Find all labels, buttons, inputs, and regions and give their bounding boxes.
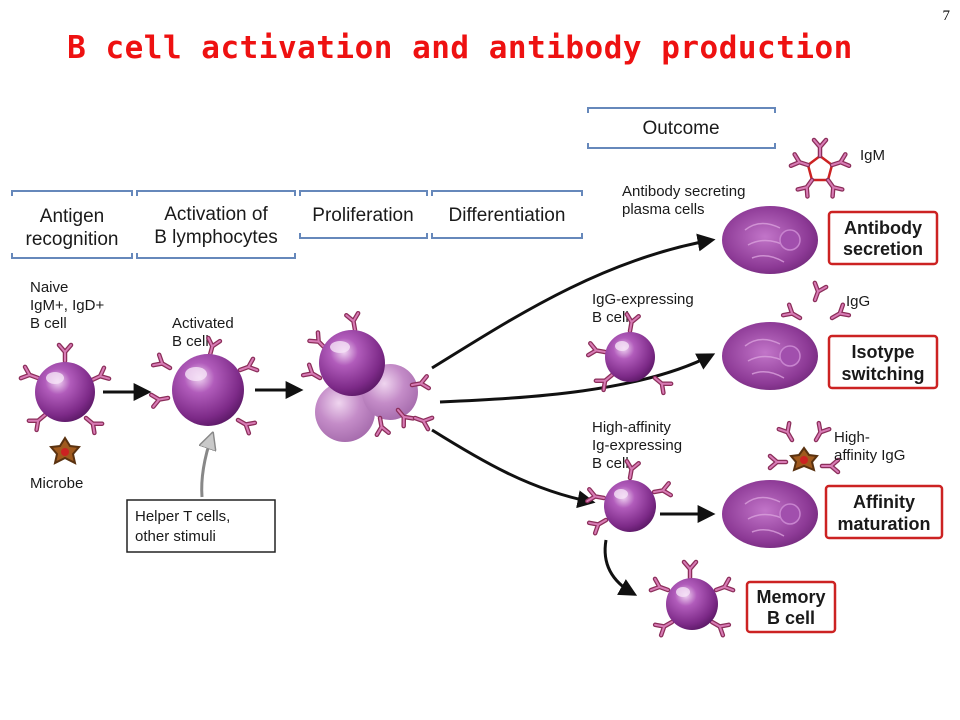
outcome-isotype-switching-line2: switching bbox=[841, 364, 924, 384]
proliferating-cells bbox=[303, 313, 432, 442]
stage-outcome: Outcome bbox=[642, 118, 719, 139]
outcome-isotype-switching: Isotype switching bbox=[827, 334, 939, 390]
high-affinity-label-line2: Ig-expressing bbox=[592, 437, 682, 454]
igg-antibodies-icon bbox=[783, 283, 849, 323]
microbe-icon bbox=[49, 436, 81, 465]
activated-label-line2: B cell bbox=[172, 333, 209, 350]
helper-label-line1: Helper T cells, bbox=[135, 508, 230, 525]
arrow-to-plasma bbox=[431, 233, 716, 370]
stage-differentiation: Differentiation bbox=[449, 205, 566, 226]
plasma-cell-bottom bbox=[722, 480, 818, 548]
outcome-memory-line2: B cell bbox=[767, 608, 815, 628]
outcome-affinity-maturation-line1: Affinity bbox=[853, 492, 915, 512]
stage-header-differentiation: Differentiation bbox=[431, 190, 583, 239]
igm-pentamer-icon bbox=[791, 140, 849, 196]
stage-header-antigen-recognition: Antigen recognition bbox=[11, 190, 133, 259]
arrow-to-memory bbox=[603, 539, 638, 596]
outcome-antibody-secretion: Antibody secretion bbox=[827, 210, 939, 266]
high-affinity-igg-label-line2: affinity IgG bbox=[834, 447, 905, 464]
stage-proliferation: Proliferation bbox=[312, 205, 413, 226]
helper-label-line2: other stimuli bbox=[135, 528, 216, 545]
high-affinity-b-cell: High-affinity Ig-expressing B cell bbox=[587, 419, 682, 533]
igg-expressing-label-line1: IgG-expressing bbox=[592, 291, 694, 308]
high-affinity-label-line3: B cell bbox=[592, 455, 629, 472]
naive-label-line3: B cell bbox=[30, 315, 67, 332]
outcome-antibody-secretion-line1: Antibody bbox=[844, 218, 922, 238]
high-affinity-igg-icon bbox=[770, 423, 838, 472]
arrow-to-high-affinity bbox=[431, 428, 596, 509]
stage-header-outcome: Outcome bbox=[587, 107, 776, 149]
naive-label-line1: Naive bbox=[30, 279, 68, 296]
high-affinity-label-line1: High-affinity bbox=[592, 419, 671, 436]
outcome-antibody-secretion-line2: secretion bbox=[843, 239, 923, 259]
plasma-cell-middle bbox=[722, 322, 818, 390]
outcome-memory-b-cell: Memory B cell bbox=[745, 580, 837, 634]
activated-label-line1: Activated bbox=[172, 315, 234, 332]
memory-b-cell bbox=[651, 562, 733, 635]
outcome-memory-line1: Memory bbox=[756, 587, 825, 607]
page-number: 7 bbox=[942, 8, 951, 24]
outcome-affinity-maturation: Affinity maturation bbox=[824, 484, 944, 540]
microbe-label: Microbe bbox=[30, 475, 83, 492]
stage-antigen-recognition-line1: Antigen bbox=[40, 206, 104, 227]
stage-activation-line2: B lymphocytes bbox=[154, 227, 278, 248]
high-affinity-igg-label-line1: High- bbox=[834, 429, 870, 446]
stage-activation-line1: Activation of bbox=[164, 204, 268, 225]
outcome-isotype-switching-line1: Isotype bbox=[851, 342, 914, 362]
naive-b-cell: Naive IgM+, IgD+ B cell Microbe bbox=[21, 279, 109, 492]
arrow-to-isotype bbox=[439, 353, 716, 404]
igg-expressing-label-line2: B cell bbox=[592, 309, 629, 326]
plasma-cell-top bbox=[722, 206, 818, 274]
igg-expressing-b-cell: IgG-expressing B cell bbox=[588, 291, 694, 393]
naive-label-line2: IgM+, IgD+ bbox=[30, 297, 104, 314]
plasma-label-line1: Antibody secreting bbox=[622, 183, 745, 200]
stage-header-activation: Activation of B lymphocytes bbox=[136, 190, 296, 259]
stage-header-proliferation: Proliferation bbox=[299, 190, 428, 239]
plasma-label-line2: plasma cells bbox=[622, 201, 705, 218]
stage-antigen-recognition-line2: recognition bbox=[26, 229, 119, 250]
outcome-affinity-maturation-line2: maturation bbox=[837, 514, 930, 534]
helper-t-cells: Helper T cells, other stimuli bbox=[126, 435, 276, 553]
activated-b-cell: Activated B cell bbox=[151, 315, 257, 433]
slide-title: B cell activation and antibody productio… bbox=[67, 30, 853, 66]
igg-label: IgG bbox=[846, 293, 870, 310]
igm-label: IgM bbox=[860, 147, 885, 164]
